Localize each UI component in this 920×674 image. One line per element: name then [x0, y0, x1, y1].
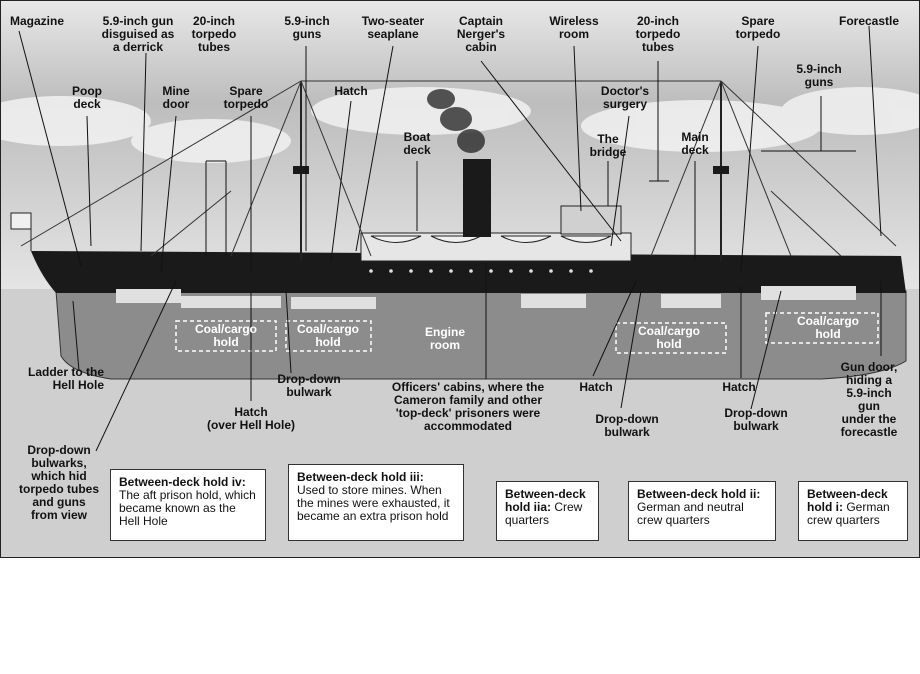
info-box-text: German crew quarters	[807, 500, 890, 527]
label-guns-fwd: 5.9-inch guns	[796, 62, 842, 89]
label-ladder: Ladder to the Hell Hole	[27, 365, 104, 392]
label-officers-cabins: Officers' cabins, where the Cameron fami…	[391, 380, 545, 433]
label-hatch-hell-hole: Hatch (over Hell Hole)	[206, 405, 296, 432]
info-box-text: Used to store mines. When the mines were…	[297, 483, 450, 523]
label-main-deck: Main deck	[681, 130, 709, 157]
label-seaplane: Two-seater seaplane	[361, 14, 425, 41]
info-box-text: The aft prison hold, which became known …	[119, 488, 256, 528]
label-captain-cabin: Captain Nerger's cabin	[456, 14, 506, 54]
label-gun-derrick: 5.9-inch gun disguised as a derrick	[101, 14, 175, 54]
mast-platforms	[293, 166, 729, 174]
label-magazine: Magazine	[9, 14, 65, 28]
label-hatch-fwd: Hatch	[722, 380, 756, 394]
info-box-title: Between-deck hold i:	[807, 487, 888, 514]
label-wireless-room: Wireless room	[549, 14, 599, 41]
leader-lines	[18, 25, 882, 452]
info-box-title: Between-deck hold ii:	[637, 487, 761, 501]
label-guns-aft: 5.9-inch guns	[284, 14, 330, 41]
label-mine-door: Mine door	[162, 84, 190, 111]
label-spare-torpedo-aft: Spare torpedo	[223, 84, 269, 111]
info-box-text: German and neutral crew quarters	[637, 500, 744, 527]
ship-diagram-panel: Magazine 5.9-inch gun disguised as a der…	[0, 0, 920, 558]
label-bridge: The bridge	[589, 132, 627, 159]
info-box-hold-iv: Between-deck hold iv: The aft prison hol…	[110, 469, 266, 541]
lower-hull	[55, 290, 907, 380]
info-box-text: Crew quarters	[505, 500, 583, 527]
hold-coal-mid: Coal/cargo hold	[296, 322, 360, 349]
label-poop-deck: Poop deck	[72, 84, 102, 111]
label-hatch-mid: Hatch	[579, 380, 613, 394]
label-torpedo-tubes-aft: 20-inch torpedo tubes	[191, 14, 237, 54]
ship-illustration	[1, 1, 919, 557]
label-torpedo-tubes-fwd: 20-inch torpedo tubes	[635, 14, 681, 54]
info-box-title: Between-deck hold iv:	[119, 475, 246, 489]
info-box-title: Between-deck hold iii:	[297, 470, 424, 484]
upper-hull	[31, 251, 906, 293]
hold-outlines	[175, 312, 879, 354]
label-dropdown-bulwark-aft: Drop-down bulwark	[277, 372, 341, 399]
label-dropdown-bulwark-mid: Drop-down bulwark	[595, 412, 659, 439]
between-deck-windows	[116, 286, 856, 309]
info-box-hold-ii: Between-deck hold ii: German and neutral…	[628, 481, 776, 541]
label-dropdown-bulwarks-side: Drop-down bulwarks, which hid torpedo tu…	[19, 443, 99, 522]
hold-coal-fwd-2: Coal/cargo hold	[796, 314, 860, 341]
flag	[10, 212, 32, 230]
rigging	[20, 80, 897, 257]
info-box-hold-iii: Between-deck hold iii: Used to store min…	[288, 464, 464, 541]
hold-engine-room: Engine room	[424, 325, 466, 352]
hold-coal-aft: Coal/cargo hold	[194, 322, 258, 349]
label-spare-torpedo-fwd: Spare torpedo	[735, 14, 781, 41]
info-box-hold-iia: Between-deck hold iia: Crew quarters	[496, 481, 599, 541]
info-box-hold-i: Between-deck hold i: German crew quarter…	[798, 481, 908, 541]
label-forecastle: Forecastle	[838, 14, 900, 28]
hold-coal-fwd-1: Coal/cargo hold	[637, 324, 701, 351]
funnel	[463, 159, 491, 237]
label-boat-deck: Boat deck	[403, 130, 431, 157]
lifeboats	[370, 235, 612, 243]
label-dropdown-bulwark-fwd: Drop-down bulwark	[724, 406, 788, 433]
smoke	[427, 89, 485, 153]
label-doctor-surgery: Doctor's surgery	[600, 84, 650, 111]
portholes	[369, 269, 593, 273]
info-box-title: Between-deck hold iia:	[505, 487, 586, 514]
label-gun-door: Gun door, hiding a 5.9-inch gun under th…	[840, 360, 898, 439]
label-hatch-top: Hatch	[334, 84, 368, 98]
